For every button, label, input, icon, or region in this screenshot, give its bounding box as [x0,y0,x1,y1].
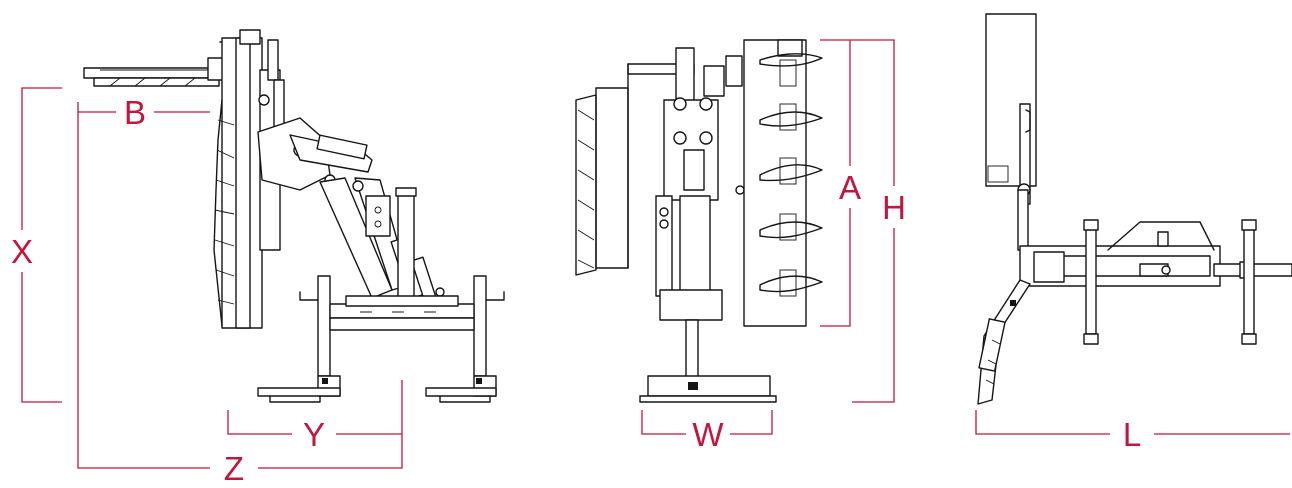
dimension-w-line [641,410,773,435]
dimension-labels: X B Y Z A H W L [11,94,1141,487]
side-view-drawing [83,29,505,403]
left-rotor-panel [575,63,695,276]
right-rotor-panel [743,39,823,327]
central-mast [655,47,745,381]
dimension-z-line [77,112,403,469]
dimension-label-w: W [692,416,724,453]
blade-head-top [977,279,1031,405]
dimension-label-h: H [882,189,906,226]
front-view-drawing [575,39,823,403]
arm-top [1017,189,1292,345]
top-view-drawing [977,13,1292,405]
dimension-label-a: A [839,169,861,206]
dimension-l-line [975,410,1290,435]
folded-rotor-head [83,41,235,87]
dimension-x-line [21,87,62,403]
dimension-h-line [850,39,895,403]
dimension-label-l: L [1123,416,1141,453]
dimension-label-z: Z [224,450,244,487]
mast-assembly [213,29,285,329]
rotor-top [985,13,1037,205]
dimension-label-b: B [124,94,146,131]
dimension-lines [21,39,1290,469]
front-base [639,375,777,403]
arm-linkage [257,117,445,311]
dimension-y-line [227,410,402,435]
stand-base [257,275,505,403]
dimension-label-x: X [11,233,33,270]
dimension-label-y: Y [303,416,325,453]
